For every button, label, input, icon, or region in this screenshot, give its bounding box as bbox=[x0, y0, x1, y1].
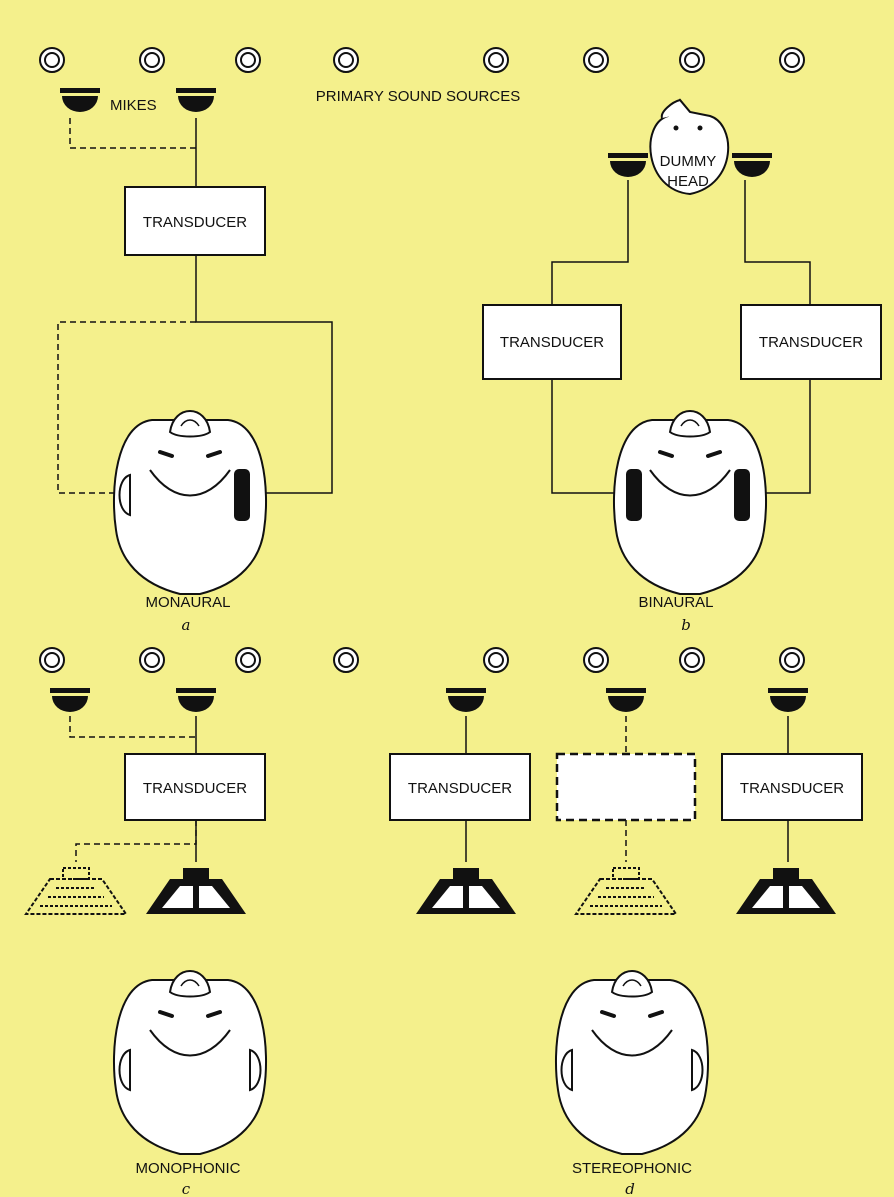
panel-monaural: MIKES TRANSDUCER MONAURAL a bbox=[39, 47, 359, 634]
microphone-icon bbox=[60, 88, 100, 112]
phantom-loudspeaker-icon bbox=[575, 867, 677, 915]
panel-d-title: STEREOPHONIC bbox=[572, 1160, 692, 1177]
transducer-box-right bbox=[721, 753, 863, 821]
microphone-icon bbox=[176, 688, 216, 712]
sound-source-icon bbox=[235, 47, 261, 73]
transducer-label: TRANSDUCER bbox=[143, 780, 247, 797]
transducer-box-right bbox=[740, 304, 882, 380]
sound-source-icon bbox=[139, 47, 165, 73]
dashed-ear-line bbox=[57, 321, 196, 494]
listener-head-icon bbox=[111, 969, 269, 1156]
sound-source-icon bbox=[583, 647, 609, 673]
loudspeaker-icon bbox=[416, 868, 516, 914]
sound-source-icon bbox=[679, 47, 705, 73]
mikes-label: MIKES bbox=[110, 97, 157, 114]
microphone-icon bbox=[606, 688, 646, 712]
headphone-icon bbox=[234, 469, 250, 521]
panel-binaural: DUMMY HEAD TRANSDUCER TRANSDUCER BINAURA… bbox=[482, 47, 882, 634]
microphone-icon bbox=[176, 88, 216, 112]
panel-b-letter: b bbox=[681, 616, 691, 634]
dashed-mic-link bbox=[69, 716, 196, 738]
dashed-speaker-line bbox=[75, 820, 197, 862]
listener-head-icon bbox=[553, 969, 711, 1156]
microphone-icon bbox=[446, 688, 486, 712]
panel-b-title: BINAURAL bbox=[638, 594, 713, 611]
transducer-label-left: TRANSDUCER bbox=[500, 334, 604, 351]
panel-c-title: MONOPHONIC bbox=[136, 1160, 241, 1177]
sound-source-icon bbox=[779, 647, 805, 673]
phantom-loudspeaker-icon bbox=[25, 867, 127, 915]
sound-source-icon bbox=[483, 47, 509, 73]
panel-monophonic: TRANSDUCER MONOPHONIC c bbox=[25, 647, 359, 1197]
sound-source-icon bbox=[679, 647, 705, 673]
right-mic-line bbox=[744, 180, 811, 305]
phantom-transducer-box bbox=[555, 752, 697, 822]
transducer-to-headphone-line bbox=[195, 255, 333, 494]
panel-a-title: MONAURAL bbox=[145, 594, 230, 611]
microphone-icon bbox=[732, 153, 772, 177]
primary-sound-sources-label: PRIMARY SOUND SOURCES bbox=[316, 88, 521, 105]
sound-source-icon bbox=[235, 647, 261, 673]
microphone-icon bbox=[768, 688, 808, 712]
dummy-head-label-line2: HEAD bbox=[667, 173, 709, 190]
panel-d-letter: d bbox=[625, 1180, 635, 1197]
dummy-head-label-line1: DUMMY bbox=[660, 153, 717, 170]
microphone-icon bbox=[50, 688, 90, 712]
headphone-right-icon bbox=[734, 469, 750, 521]
sound-source-icon bbox=[779, 47, 805, 73]
transducer-label-right: TRANSDUCER bbox=[740, 780, 844, 797]
panel-c-letter: c bbox=[182, 1180, 191, 1197]
transducer-box bbox=[124, 753, 266, 821]
left-output-line bbox=[551, 379, 632, 494]
transducer-label-left: TRANSDUCER bbox=[408, 780, 512, 797]
loudspeaker-icon bbox=[736, 868, 836, 914]
dashed-mic-link bbox=[69, 118, 196, 149]
sound-source-icon bbox=[583, 47, 609, 73]
panel-a-letter: a bbox=[182, 616, 191, 634]
headphone-left-icon bbox=[626, 469, 642, 521]
sound-source-icon bbox=[39, 647, 65, 673]
transducer-label: TRANSDUCER bbox=[143, 214, 247, 231]
microphone-icon bbox=[608, 153, 648, 177]
transducer-label-right: TRANSDUCER bbox=[759, 334, 863, 351]
dummy-head-icon: DUMMY HEAD bbox=[649, 98, 730, 196]
sound-source-icon bbox=[39, 47, 65, 73]
sound-source-icon bbox=[139, 647, 165, 673]
sound-source-icon bbox=[483, 647, 509, 673]
transducer-box bbox=[124, 186, 266, 256]
loudspeaker-icon bbox=[146, 868, 246, 914]
panel-stereophonic: TRANSDUCER TRANSDUCER STEREOPHONIC d bbox=[389, 647, 863, 1197]
left-mic-line bbox=[551, 180, 629, 305]
sound-source-icon bbox=[333, 647, 359, 673]
transducer-box-left bbox=[389, 753, 531, 821]
sound-source-icon bbox=[333, 47, 359, 73]
